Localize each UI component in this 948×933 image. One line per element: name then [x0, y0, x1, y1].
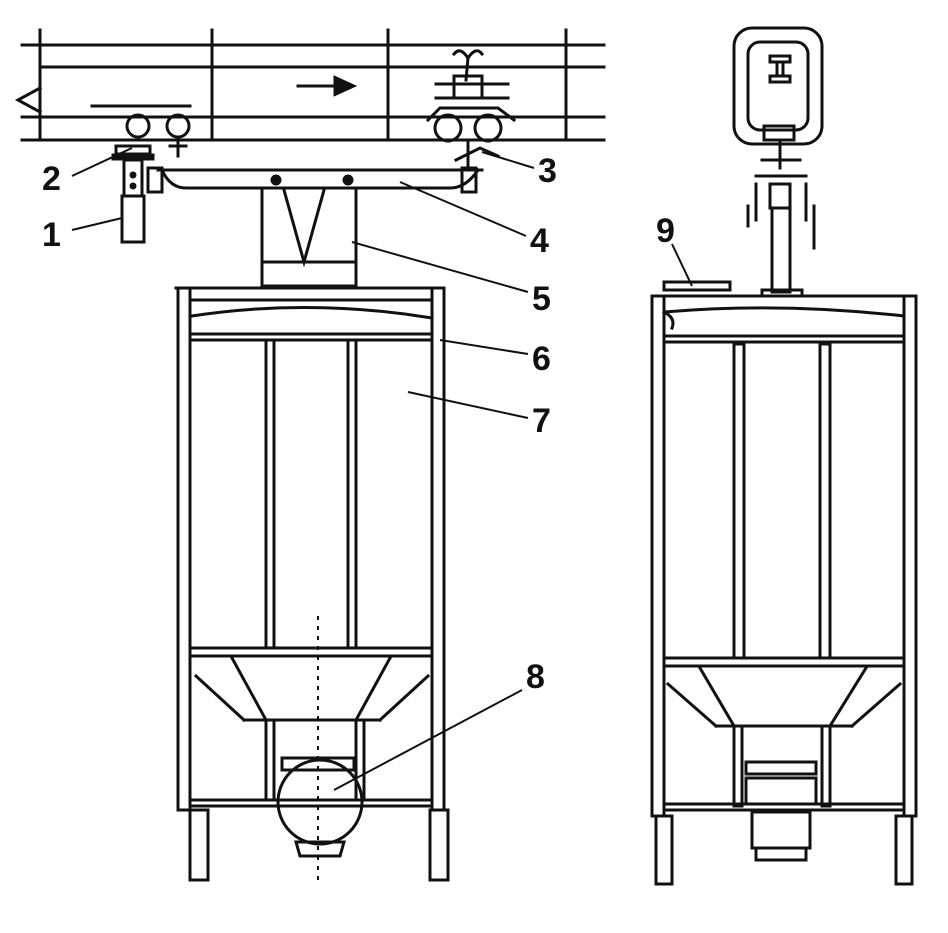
arrow-right-icon — [296, 75, 358, 97]
hanging-unit — [120, 158, 146, 244]
label-7: 7 — [532, 402, 551, 440]
overhead-rail — [14, 28, 606, 142]
side-frame — [650, 294, 918, 818]
label-9: 9 — [656, 212, 675, 250]
side-cone — [662, 656, 906, 862]
rail-profile — [732, 26, 824, 146]
leader-lines — [71, 147, 693, 791]
label-1: 1 — [42, 216, 61, 254]
hopper-lid — [662, 280, 804, 298]
hopper-frame — [174, 286, 446, 812]
label-5: 5 — [532, 280, 551, 318]
label-8: 8 — [526, 658, 545, 696]
hopper-cone — [188, 616, 434, 880]
hanger-bracket — [260, 186, 358, 288]
label-4: 4 — [530, 222, 549, 260]
label-3: 3 — [538, 152, 557, 190]
right-trolley — [425, 49, 517, 170]
callout-labels: 1 2 3 4 5 6 7 8 9 — [42, 152, 675, 696]
suspension-assembly — [746, 138, 816, 294]
left-trolley — [90, 104, 192, 161]
side-legs — [654, 814, 914, 886]
side-view — [650, 26, 918, 886]
label-6: 6 — [532, 340, 551, 378]
front-legs — [188, 808, 450, 882]
front-view — [14, 28, 693, 882]
label-2: 2 — [42, 160, 61, 198]
